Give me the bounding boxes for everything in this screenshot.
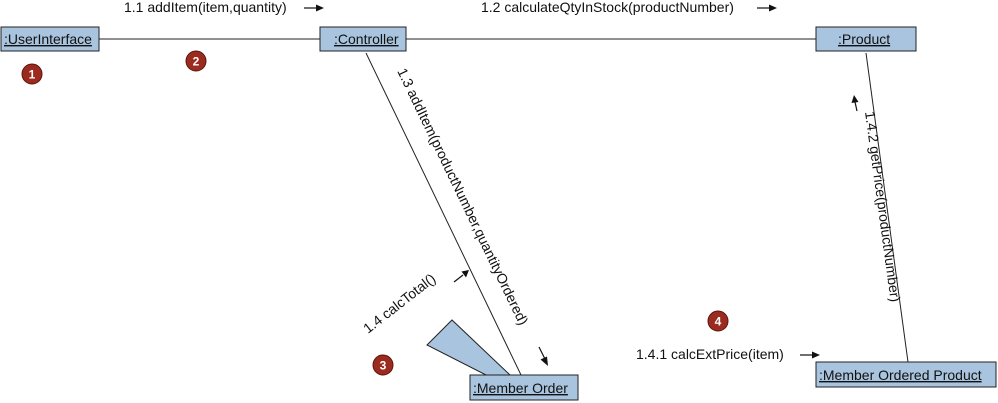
message-1-4-arrow [453,270,469,283]
message-1-2-label: 1.2 calculateQtyInStock(productNumber) [481,0,734,15]
message-1-4-1-arrow [800,351,820,359]
object-member-order[interactable]: :Member Order [469,374,579,401]
object-controller[interactable]: :Controller [319,26,407,52]
object-member-ordered-product-label: :Member Ordered Product [819,367,982,383]
svg-text:3: 3 [380,359,387,373]
step-badge-4: 4 [707,310,729,332]
message-1-1-arrow [304,4,324,12]
object-product-label: :Product [838,31,890,47]
link-controller-member-order [365,52,522,376]
message-1-4-2-label: 1.4.2 getPrice(productNumber) [862,110,904,303]
object-product[interactable]: :Product [815,26,917,52]
object-member-ordered-product[interactable]: :Member Ordered Product [815,361,997,388]
link-product-member-ordered-product [865,52,909,363]
object-user-interface-label: :UserInterface [4,31,92,47]
svg-text:4: 4 [715,315,722,329]
object-member-order-label: :Member Order [473,380,568,396]
svg-text:2: 2 [193,55,200,69]
step-badge-1: 1 [21,63,43,85]
message-1-4-1-label: 1.4.1 calcExtPrice(item) [636,346,784,362]
svg-text:1: 1 [29,68,36,82]
object-user-interface[interactable]: :UserInterface [0,26,100,52]
object-controller-label: :Controller [334,31,399,47]
member-order-self-link [426,319,512,376]
step-badge-2: 2 [185,50,207,72]
step-badge-3: 3 [372,354,394,376]
message-1-3-arrow [538,346,548,366]
message-1-2-arrow [757,4,777,12]
message-1-4-label: 1.4 calcTotal() [360,270,439,336]
message-1-1-label: 1.1 addItem(item,quantity) [124,0,287,15]
message-1-4-2-arrow [851,95,859,112]
